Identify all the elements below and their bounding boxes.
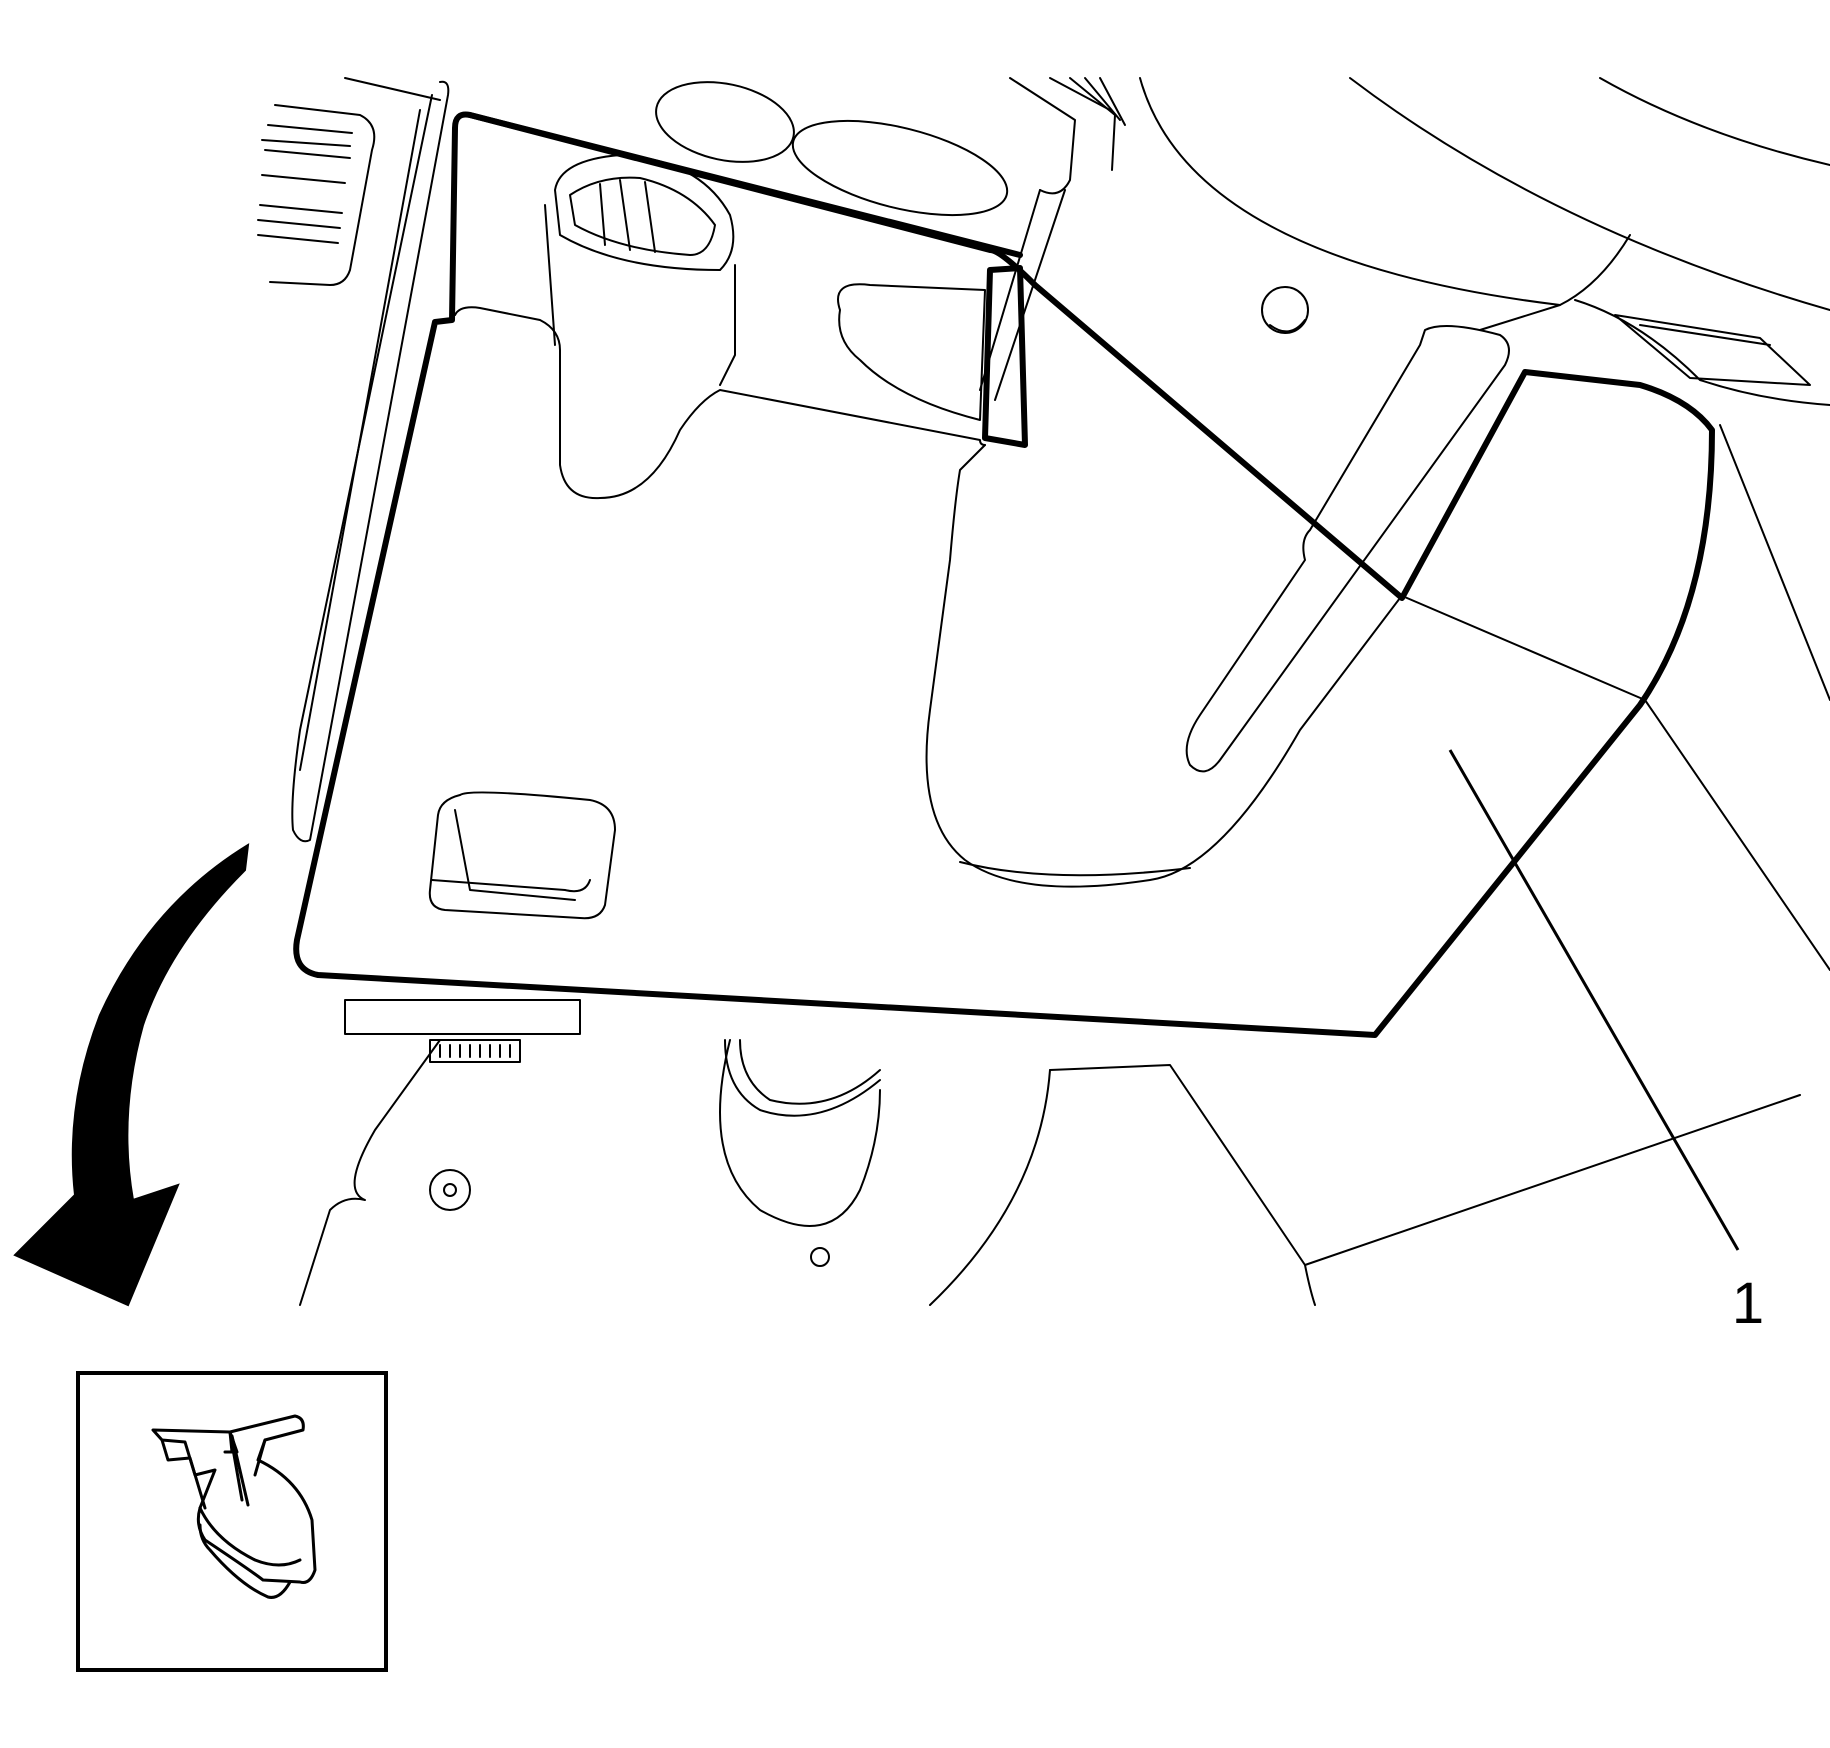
lower-trim-panel-outline [293, 111, 1715, 1038]
column-edge [1479, 234, 1631, 331]
small-hole [810, 1247, 830, 1267]
panel-fastener-shadow [1269, 319, 1306, 333]
turn-signal-stalk [979, 77, 1126, 401]
panel-vent-duct-left [544, 204, 556, 346]
panel-switch [428, 791, 616, 920]
panel-vent-louver-3 [599, 183, 606, 246]
floor-tunnel-edge [1049, 1064, 1801, 1266]
pedal-opening-inner [724, 1039, 881, 1117]
floor-curve [929, 1069, 1051, 1306]
dlc-connector [429, 1039, 521, 1063]
knee-bolster-panel [293, 111, 1715, 1038]
panel-recess [837, 283, 986, 421]
dlc-pins [439, 1044, 511, 1058]
panel-vent-louver-2 [644, 181, 656, 253]
right-vent [1614, 314, 1811, 386]
panel-slot [1185, 325, 1510, 773]
right-panel-edge [1719, 424, 1830, 701]
right-dash-edge [1574, 299, 1830, 406]
knee-opening-lip [959, 861, 1191, 877]
wheel-rim-arc [1349, 77, 1830, 311]
knee-opening-contour [925, 444, 1401, 888]
pedal-opening-lip [739, 1039, 881, 1105]
left-vent [257, 104, 376, 286]
panel-vent-inner [569, 176, 716, 256]
dlc-housing [344, 999, 581, 1035]
callout-1-label: 1 [1732, 1271, 1764, 1336]
pillar-inner-line [299, 109, 421, 771]
panel-fastener [1261, 286, 1309, 334]
callout-1-leader [1448, 749, 1740, 1251]
removal-arrow-icon [13, 843, 250, 1307]
pillar-top-line [344, 77, 441, 101]
panel-switch-face [454, 809, 576, 901]
dashboard-background [257, 77, 1830, 1306]
right-vent-slat [1639, 324, 1771, 346]
panel-top-edge [467, 112, 1023, 258]
knee-bolster-seam [1399, 594, 1646, 701]
column-cover-contour [454, 306, 986, 500]
wheel-rim-outer-arc [1599, 77, 1830, 166]
lower-left-edge [299, 1039, 441, 1306]
panel-notch [982, 265, 1028, 448]
round-vent-left [655, 81, 795, 163]
clip-detail-inset [76, 1371, 388, 1672]
panel-switch-base [431, 879, 591, 893]
panel-vent [554, 154, 735, 271]
bolt-hole-inner [443, 1183, 457, 1197]
panel-vent-duct-right [719, 264, 736, 386]
panel-vent-louver-1 [619, 179, 631, 251]
retaining-clip-icon [151, 1414, 317, 1599]
right-lower-edge [1644, 699, 1830, 971]
column-shroud-arc [1139, 77, 1561, 306]
floor-tunnel-corner [1304, 1264, 1316, 1306]
round-vent-right [791, 119, 1009, 217]
inset-frame [76, 1371, 388, 1672]
bolt-hole-outer [429, 1169, 471, 1211]
pedal-opening [719, 1039, 881, 1227]
pillar-trim [291, 80, 450, 843]
